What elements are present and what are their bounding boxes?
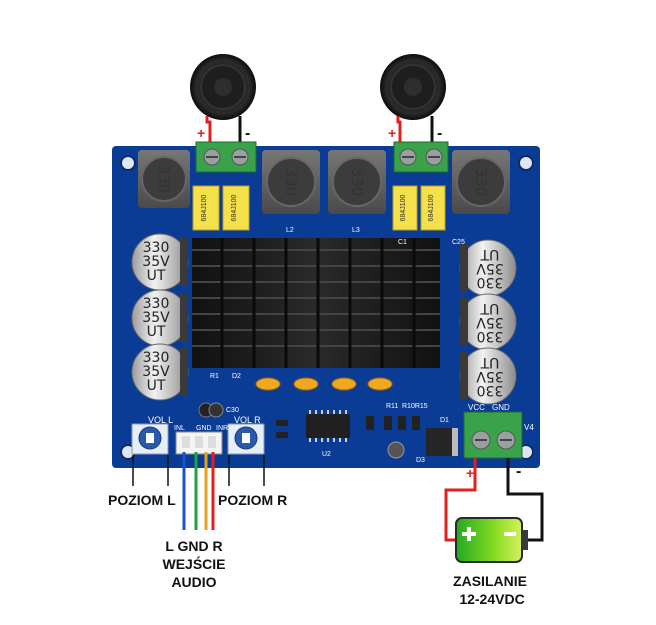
svg-text:330: 330 — [472, 168, 490, 197]
svg-text:UT: UT — [480, 246, 499, 262]
svg-text:UT: UT — [480, 300, 499, 316]
power-wires — [444, 458, 544, 542]
film-capacitor: 684J100 — [392, 185, 418, 231]
inductor: 330 — [262, 150, 320, 214]
heatsink — [192, 238, 440, 368]
svg-text:35V: 35V — [476, 368, 504, 384]
svg-text:35V: 35V — [142, 364, 170, 380]
svg-text:684J100: 684J100 — [428, 194, 435, 221]
svg-text:330: 330 — [143, 350, 170, 366]
battery-icon — [455, 517, 528, 563]
silk-vol-r: VOL R — [234, 415, 261, 425]
inductor: 330 — [138, 150, 190, 208]
ic-u2 — [306, 410, 350, 442]
power-title-label: ZASILANIE — [453, 573, 527, 589]
svg-text:330: 330 — [282, 168, 300, 197]
polarity-plus: + — [466, 465, 474, 481]
speaker-icon — [380, 54, 446, 120]
silk-d3: D3 — [416, 457, 425, 464]
audio-input-pins-label: L GND R — [165, 538, 223, 554]
film-capacitor: 684J100 — [222, 185, 250, 231]
svg-text:330: 330 — [348, 168, 366, 197]
pot-label-brackets — [132, 455, 265, 486]
audio-input-connector — [175, 431, 223, 455]
electrolytic-capacitor: 330 35V UT — [459, 293, 517, 351]
svg-text:684J100: 684J100 — [231, 194, 238, 221]
silk-l3: L3 — [352, 227, 360, 234]
electrolytic-capacitor: 330 35V UT — [459, 239, 517, 297]
polarity-plus: + — [197, 125, 205, 141]
svg-text:35V: 35V — [476, 314, 504, 330]
volume-pot-right — [227, 423, 265, 455]
diode-d1 — [426, 428, 458, 456]
silk-vol-l: VOL L — [148, 415, 173, 425]
silk-d1: D1 — [440, 417, 449, 424]
electrolytic-capacitor: 330 35V UT — [131, 289, 189, 347]
polarity-minus: - — [516, 463, 521, 480]
silk-c1: C1 — [398, 239, 407, 246]
svg-text:35V: 35V — [142, 310, 170, 326]
silk-inl: INL — [174, 425, 185, 432]
svg-text:330: 330 — [155, 165, 173, 194]
mount-hole — [120, 155, 136, 171]
silk-gnd: GND — [196, 425, 212, 432]
svg-text:UT: UT — [147, 324, 166, 340]
svg-text:330: 330 — [477, 274, 504, 290]
silk-u2: U2 — [322, 451, 331, 458]
inductor: 330 — [452, 150, 510, 214]
svg-text:UT: UT — [147, 268, 166, 284]
power-terminal — [463, 411, 523, 459]
silk-inr: INR — [216, 425, 228, 432]
volume-pot-left — [131, 423, 169, 455]
silk-l2: L2 — [286, 227, 294, 234]
poziom-r-label: POZIOM R — [218, 492, 288, 508]
svg-text:35V: 35V — [476, 260, 504, 276]
input-wires — [182, 452, 215, 530]
audio-input-title-2: AUDIO — [171, 574, 217, 590]
film-capacitor: 684J100 — [420, 185, 446, 231]
speaker-terminal-left — [195, 141, 257, 173]
svg-text:684J100: 684J100 — [201, 194, 208, 221]
inductor: 330 — [328, 150, 386, 214]
poziom-l-label: POZIOM L — [108, 492, 176, 508]
polarity-minus: - — [437, 125, 442, 142]
smd-components — [276, 416, 420, 438]
svg-text:UT: UT — [147, 378, 166, 394]
speaker-terminal-right — [393, 141, 449, 173]
power-range-label: 12-24VDC — [459, 591, 525, 607]
ceramic-capacitor — [255, 377, 393, 391]
electrolytic-capacitor: 330 35V UT — [131, 233, 189, 291]
silk-d2: D2 — [232, 373, 241, 380]
silk-vcc: VCC — [468, 403, 485, 412]
film-capacitor: 684J100 — [192, 185, 220, 231]
svg-text:330: 330 — [143, 296, 170, 312]
small-capacitor — [387, 441, 405, 459]
svg-text:330: 330 — [143, 240, 170, 256]
mount-hole — [518, 155, 534, 171]
speaker-icon — [190, 54, 256, 120]
silk-v4: V4 — [524, 423, 534, 432]
svg-text:330: 330 — [477, 328, 504, 344]
silk-c25: C25 — [452, 239, 465, 246]
small-capacitor — [208, 402, 224, 418]
polarity-minus: - — [245, 125, 250, 142]
svg-text:330: 330 — [477, 382, 504, 398]
svg-text:35V: 35V — [142, 254, 170, 270]
svg-text:684J100: 684J100 — [400, 194, 407, 221]
silk-gnd2: GND — [492, 403, 510, 412]
silk-r10r15: R10R15 — [402, 403, 428, 410]
svg-text:UT: UT — [480, 354, 499, 370]
audio-input-title-1: WEJŚCIE — [162, 556, 226, 572]
polarity-plus: + — [388, 125, 396, 141]
silk-r11: R11 — [386, 403, 398, 410]
silk-r1: R1 — [210, 373, 219, 380]
silk-c30: C30 — [226, 407, 239, 414]
electrolytic-capacitor: 330 35V UT — [131, 343, 189, 401]
electrolytic-capacitor: 330 35V UT — [459, 347, 517, 405]
